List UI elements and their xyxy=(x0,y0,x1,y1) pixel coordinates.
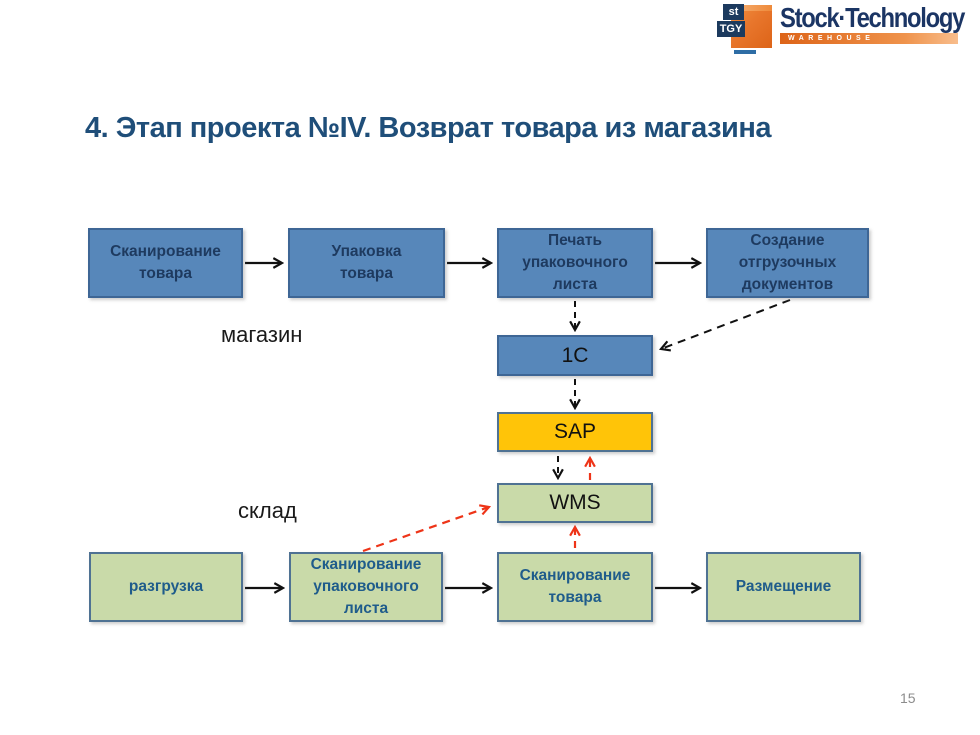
step-unloading: разгрузка xyxy=(89,552,243,622)
step-label: Сканирование товара xyxy=(519,567,631,606)
step-scan-packing-list: Сканирование упаковочного листа xyxy=(289,552,443,622)
stock-technology-logo: st TGY Stock·Technology WAREHOUSE xyxy=(716,4,980,54)
step-create-shipping-docs: Создание отгрузочных документов xyxy=(706,228,869,298)
step-label: Упаковка товара xyxy=(331,243,402,282)
step-pack-goods: Упаковка товара xyxy=(288,228,445,298)
step-print-packing-list: Печать упаковочного листа xyxy=(497,228,653,298)
system-1c: 1С xyxy=(497,335,653,376)
arrow-scanlist-to-wms xyxy=(362,507,489,553)
logo-cube-icon: st TGY xyxy=(716,4,776,54)
logo-tagline: WAREHOUSE xyxy=(780,33,958,44)
logo-brand-name: Stock·Technology xyxy=(780,2,965,33)
system-label: 1С xyxy=(561,343,589,367)
logo-cube-tgy-label: TGY xyxy=(717,21,745,37)
zone-label-store: магазин xyxy=(221,322,303,347)
logo-cube-st-label: st xyxy=(723,4,744,20)
step-putaway: Размещение xyxy=(706,552,861,622)
logo-blue-dash xyxy=(734,50,756,54)
slide-title: 4. Этап проекта №IV. Возврат товара из м… xyxy=(85,112,772,144)
arrow-docs-to-1c xyxy=(661,299,791,349)
step-label: Сканирование товара xyxy=(110,243,221,282)
logo-text: Stock·Technology WAREHOUSE xyxy=(780,4,980,44)
step-label: Создание отгрузочных документов xyxy=(738,232,837,293)
cube-top-edge xyxy=(731,5,772,11)
zone-label-warehouse: склад xyxy=(238,498,297,523)
step-label: Размещение xyxy=(735,578,832,596)
system-wms: WMS xyxy=(497,483,653,523)
step-label: разгрузка xyxy=(128,578,204,596)
page-number: 15 xyxy=(900,690,916,706)
system-label: SAP xyxy=(553,420,597,444)
system-sap: SAP xyxy=(497,412,653,452)
step-label: Сканирование упаковочного листа xyxy=(310,556,422,617)
step-scan-goods-store: Сканирование товара xyxy=(88,228,243,298)
system-label: WMS xyxy=(549,491,601,515)
step-scan-goods-warehouse: Сканирование товара xyxy=(497,552,653,622)
step-label: Печать упаковочного листа xyxy=(522,232,628,293)
